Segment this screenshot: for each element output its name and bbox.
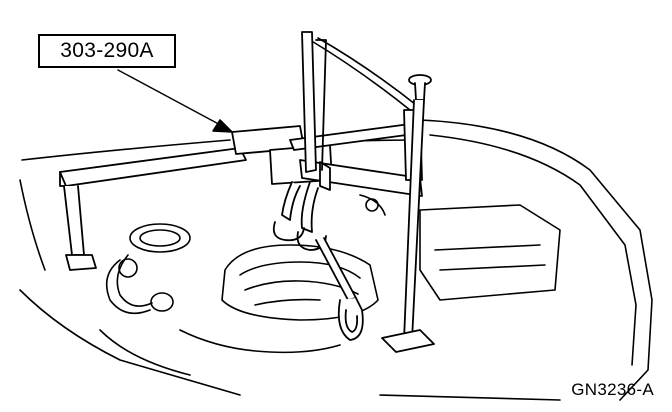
figure-id-label: GN3236-A	[571, 380, 654, 399]
engine-block	[99, 194, 561, 376]
engine-support-tool	[59, 31, 435, 353]
tool-number-callout: 303-290A	[38, 34, 176, 68]
callout-leader	[117, 69, 233, 133]
tool-number-label: 303-290A	[60, 39, 154, 62]
